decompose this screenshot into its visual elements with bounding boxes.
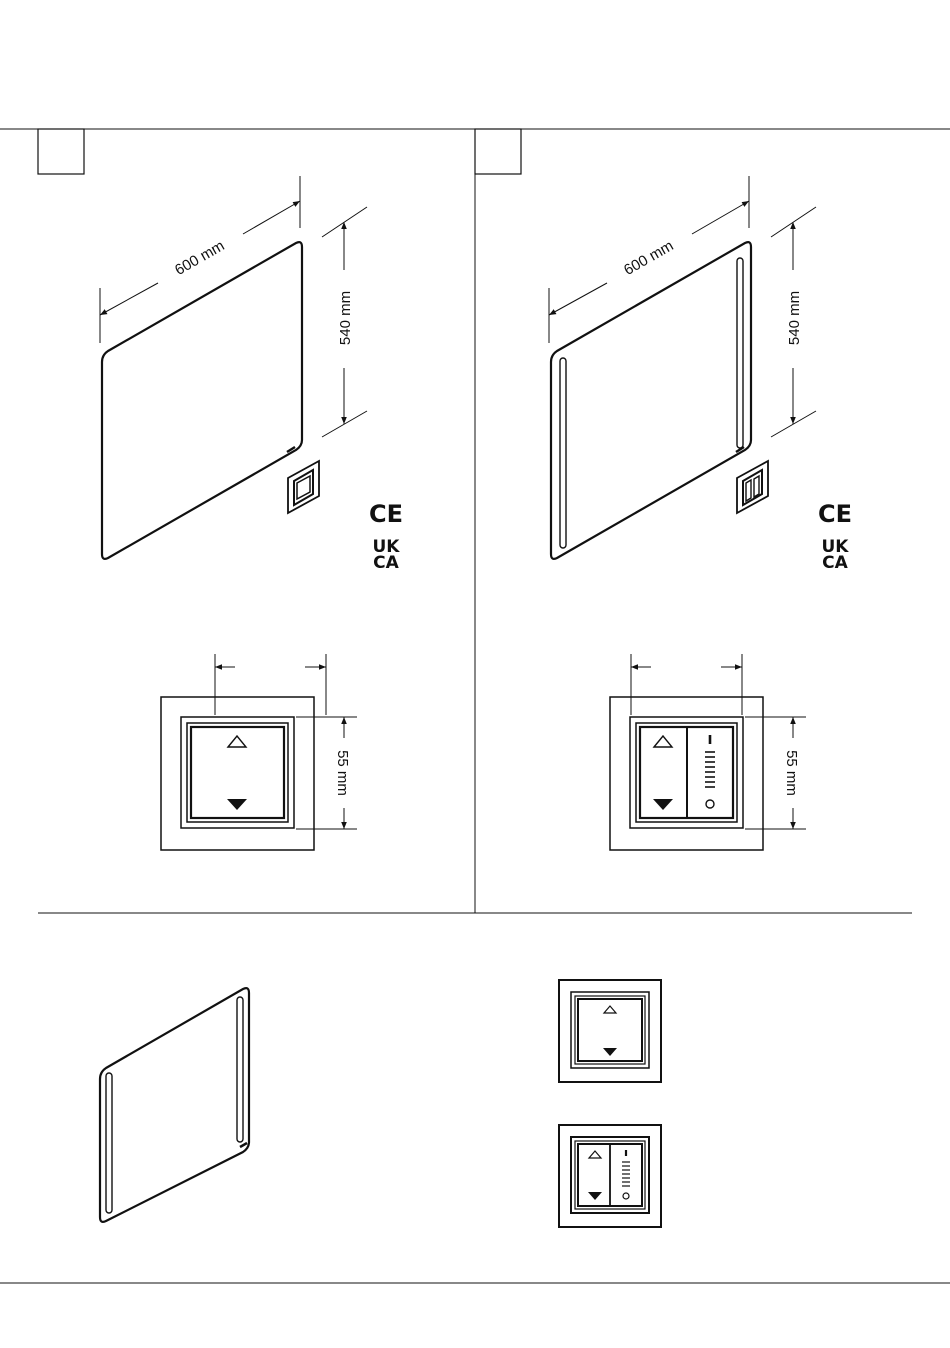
- panel-2-label-box: [475, 129, 521, 174]
- panel-1-mirror: [102, 242, 302, 559]
- panel-1-iso-switch: [288, 461, 319, 513]
- panel-2-mirror: [551, 242, 751, 559]
- panel-2-height-label: 540 mm: [786, 291, 803, 345]
- panel-1-switch-height-label: 55 mm: [334, 750, 351, 796]
- panel-2-height-dimension: 540 mm: [771, 207, 816, 437]
- panel-2-width-label: 600 mm: [621, 237, 676, 279]
- left-light-strip: [560, 358, 566, 548]
- panel-2-iso-switch: [737, 461, 768, 513]
- panel-2-switch-detail: 55 mm: [610, 654, 806, 850]
- ukca-mark-line-2: CA: [373, 553, 399, 573]
- ukca-mark-line-2: CA: [822, 553, 848, 573]
- left-light-strip: [106, 1073, 112, 1213]
- panel-1: 600 mm 540 mm CE UK CA: [38, 129, 403, 850]
- panel-1-height-label: 540 mm: [337, 291, 354, 345]
- bottom-switch-dimmer: [559, 1125, 661, 1227]
- ce-mark: CE: [818, 500, 852, 528]
- panel-1-marks: CE UK CA: [369, 500, 403, 573]
- panel-1-label-box: [38, 129, 84, 174]
- panel-2: 600 mm 540 mm CE UK CA: [475, 129, 852, 850]
- panel-1-switch-detail: 55 mm: [161, 654, 357, 850]
- panel-1-width-label: 600 mm: [172, 237, 227, 279]
- right-light-strip: [237, 997, 243, 1142]
- bottom-mirror: [100, 988, 249, 1222]
- bottom-switch-up-down: [559, 980, 661, 1082]
- ce-mark: CE: [369, 500, 403, 528]
- right-light-strip: [737, 258, 743, 448]
- panel-1-height-dimension: 540 mm: [322, 207, 367, 437]
- panel-2-switch-height-label: 55 mm: [783, 750, 800, 796]
- panel-2-marks: CE UK CA: [818, 500, 852, 573]
